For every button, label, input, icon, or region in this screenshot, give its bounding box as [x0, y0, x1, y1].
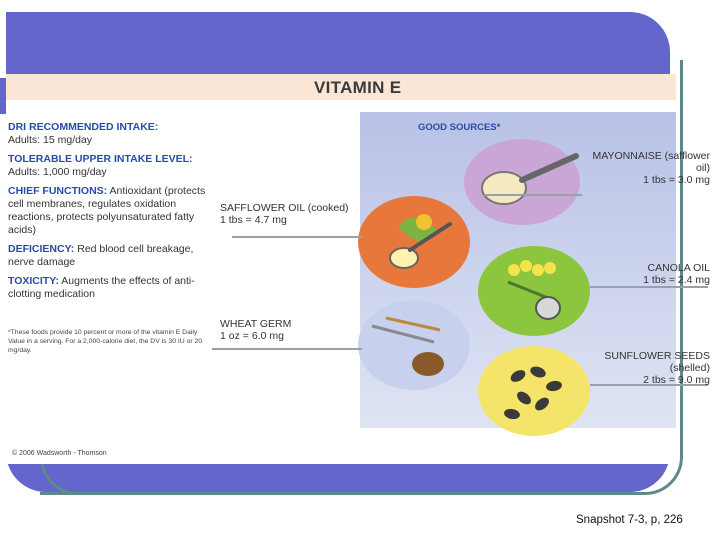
wheat-germ-illustration	[358, 300, 470, 390]
canola-leader	[590, 286, 708, 288]
slide-caption: Snapshot 7-3, p, 226	[576, 514, 683, 526]
good-sources-title: GOOD SOURCES*	[418, 122, 501, 133]
vitamin-info-list: DRI RECOMMENDED INTAKE:Adults: 15 mg/day…	[8, 121, 218, 307]
sunflower-label: SUNFLOWER SEEDS (shelled) 2 tbs = 9.0 mg	[604, 350, 710, 386]
mayonnaise-label: MAYONNAISE (safflower oil) 1 tbs = 3.0 m…	[592, 150, 710, 186]
safflower-oil-illustration	[358, 196, 470, 288]
sunflower-seeds-illustration	[478, 346, 590, 436]
info-toxicity: TOXICITY: Augments the effects of anti-c…	[8, 275, 195, 300]
sunflower-leader	[590, 384, 708, 386]
canola-label: CANOLA OIL 1 tbs = 2.4 mg	[643, 262, 710, 286]
footnote: *These foods provide 10 percent or more …	[8, 329, 203, 354]
slide-border-right	[40, 60, 683, 495]
safflower-label: SAFFLOWER OIL (cooked) 1 tbs = 4.7 mg	[220, 202, 349, 226]
info-upper-limit: TOLERABLE UPPER INTAKE LEVEL:Adults: 1,0…	[8, 153, 193, 178]
left-accent-stripe	[0, 78, 6, 114]
wheat-germ-label: WHEAT GERM 1 oz = 6.0 mg	[220, 318, 292, 342]
info-dri: DRI RECOMMENDED INTAKE:Adults: 15 mg/day	[8, 121, 159, 146]
canola-oil-illustration	[478, 246, 590, 336]
mayonnaise-illustration	[464, 139, 580, 225]
safflower-leader	[232, 236, 362, 238]
info-deficiency: DEFICIENCY: Red blood cell breakage, ner…	[8, 243, 194, 268]
figure-title: VITAMIN E	[314, 78, 402, 97]
vitamin-e-figure: VITAMIN E DRI RECOMMENDED INTAKE:Adults:…	[6, 74, 710, 464]
mayonnaise-leader	[484, 194, 582, 196]
info-functions: CHIEF FUNCTIONS: Antioxidant (protects c…	[8, 185, 206, 236]
title-band	[6, 74, 676, 100]
copyright: © 2006 Wadsworth - Thomson	[12, 450, 107, 457]
wheat-germ-leader	[212, 348, 362, 350]
